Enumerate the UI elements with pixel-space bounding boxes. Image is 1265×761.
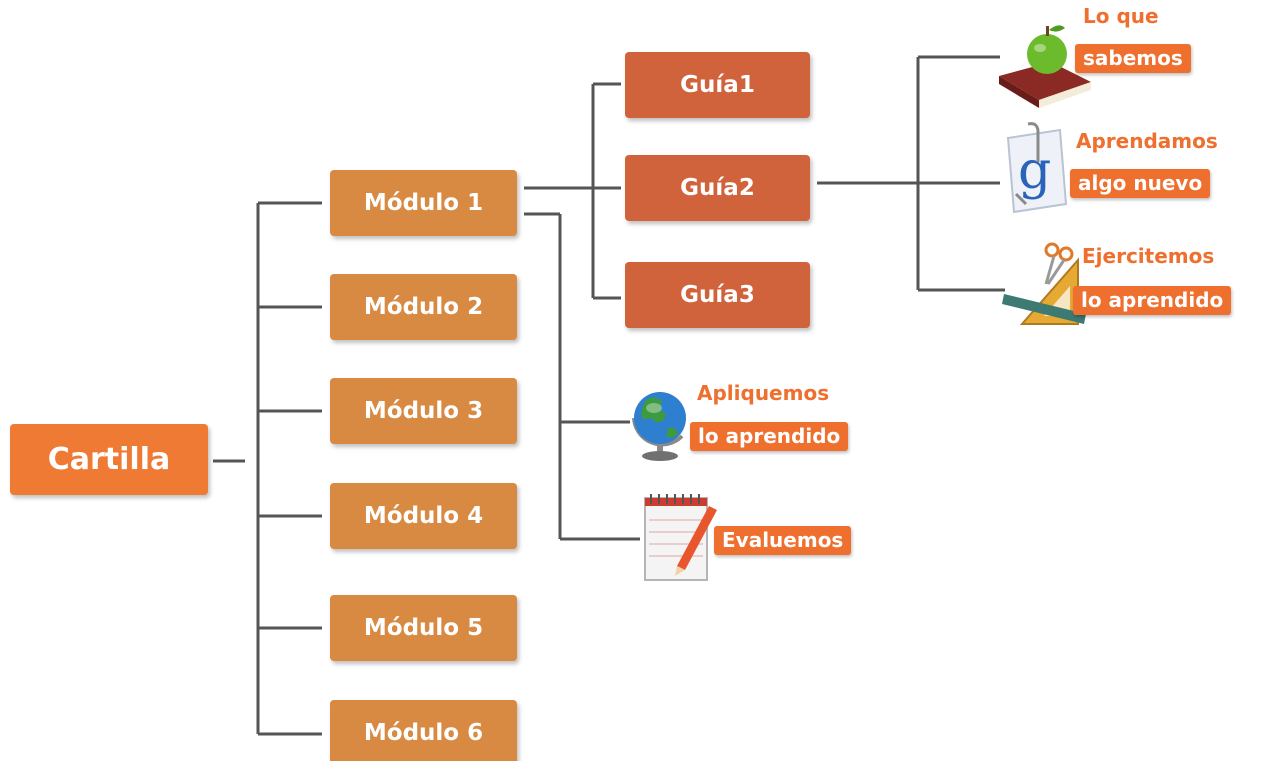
- guide-node-2: Guía2: [625, 155, 810, 221]
- module-label: Módulo 5: [363, 615, 484, 641]
- module-label: Módulo 6: [363, 720, 484, 746]
- section-subtitle-sabemos: sabemos: [1075, 44, 1191, 73]
- module-label: Módulo 2: [363, 294, 484, 320]
- section-subtitle-algo-nuevo: algo nuevo: [1070, 169, 1211, 198]
- section-title-ejercitemos: Ejercitemos: [1082, 244, 1215, 268]
- section-title-evaluemos: Evaluemos: [714, 526, 852, 555]
- section-title-apliquemos: Apliquemos: [697, 381, 830, 405]
- guide-node-3: Guía3: [625, 262, 810, 328]
- guide-node-1: Guía1: [625, 52, 810, 118]
- module-label: Módulo 4: [363, 503, 484, 529]
- module-node-4: Módulo 4: [330, 483, 517, 549]
- module-label: Módulo 3: [363, 398, 484, 424]
- root-label: Cartilla: [47, 442, 171, 477]
- guide-label: Guía1: [680, 72, 755, 98]
- svg-text:g: g: [1018, 141, 1051, 201]
- apple-book-icon: [995, 18, 1095, 108]
- module-node-5: Módulo 5: [330, 595, 517, 661]
- section-title-lo-que: Lo que: [1083, 4, 1159, 28]
- globe-icon: [624, 378, 694, 464]
- ruler-scissors-icon: [1000, 238, 1090, 326]
- notepad-pencil-icon: [637, 488, 723, 584]
- module-node-3: Módulo 3: [330, 378, 517, 444]
- module-label: Módulo 1: [363, 190, 484, 216]
- module-node-6: Módulo 6: [330, 700, 517, 761]
- guide-label: Guía3: [680, 282, 755, 308]
- section-title-aprendamos: Aprendamos: [1076, 129, 1218, 153]
- section-subtitle-lo-aprendido: lo aprendido: [690, 422, 849, 451]
- section-subtitle-lo-aprendido-2: lo aprendido: [1073, 286, 1232, 315]
- module-node-1: Módulo 1: [330, 170, 517, 236]
- guide-label: Guía2: [680, 175, 755, 201]
- dictionary-g-icon: g: [998, 120, 1074, 216]
- module-node-2: Módulo 2: [330, 274, 517, 340]
- root-node-cartilla: Cartilla: [10, 424, 208, 495]
